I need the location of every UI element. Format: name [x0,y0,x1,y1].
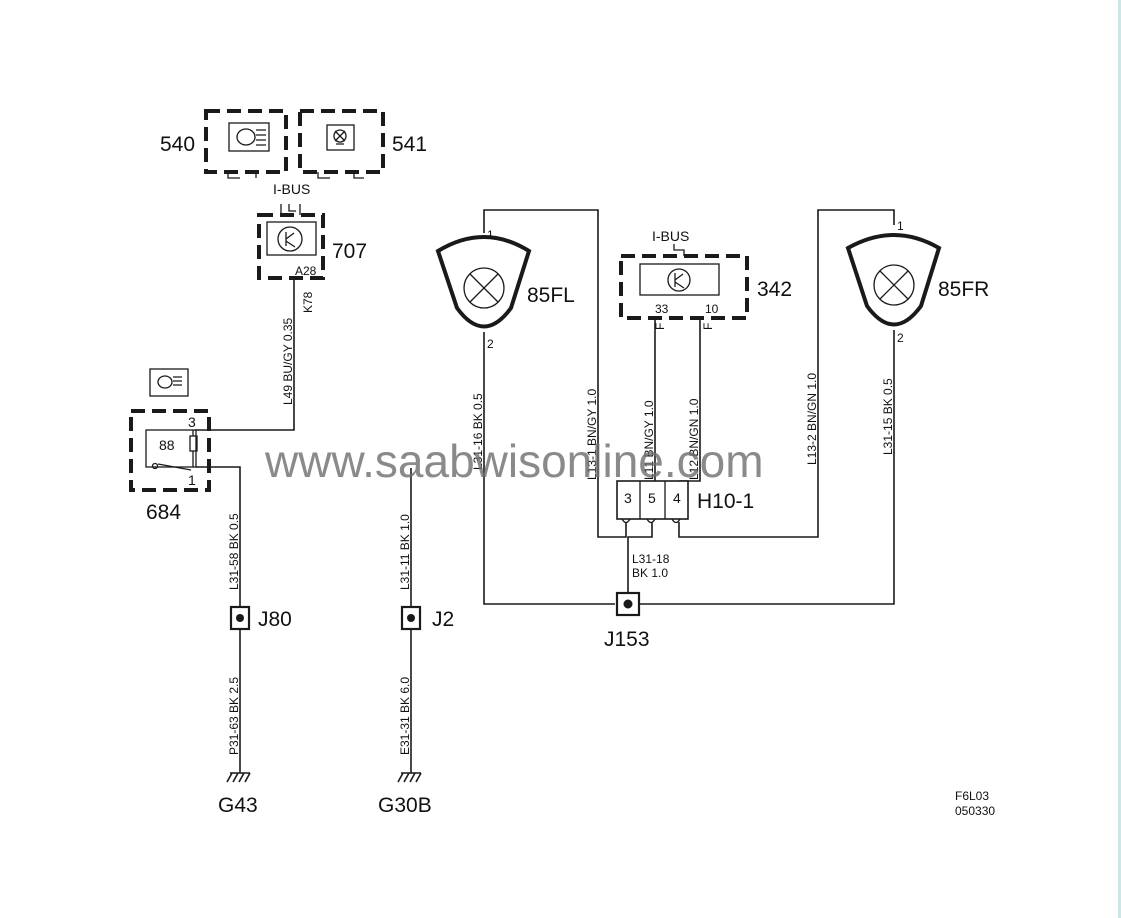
pin-684-88: 88 [159,437,175,453]
wire-l31-58 [196,466,241,607]
pin-85fl-2: 2 [487,337,494,351]
wire-label-e31-31: E31-31 BK 6.0 [398,677,412,755]
label-707: 707 [332,240,367,263]
label-j80: J80 [258,608,292,631]
pin-684-1: 1 [188,472,196,488]
label-540: 540 [160,133,195,156]
lamp-85fl: 1 2 85FL [435,228,575,351]
wire-l13-2 [678,209,895,538]
ibus-label-342: I-BUS [652,228,689,244]
label-h10-1: H10-1 [697,490,754,513]
wire-label-l12: L12 BN/GN 1.0 [687,398,701,480]
wire-l49 [195,278,295,431]
wire-label-l31-16: L31-16 BK 0.5 [471,393,485,470]
module-342: I-BUS 342 33 10 F F [619,228,792,330]
pin-85fr-2: 2 [897,331,904,345]
label-j2: J2 [432,608,454,631]
pin-342-10: 10 [705,302,719,316]
connector-h10-1: 3 5 4 H10-1 [616,480,754,524]
ground-g43: G43 [218,772,258,817]
label-g43: G43 [218,794,258,817]
pin-h10-5: 5 [648,490,656,506]
pin-a28: A28 [295,264,317,278]
ibus-label-top: I-BUS [273,181,310,197]
wire-label-l31-58: L31-58 BK 0.5 [227,513,241,590]
pin-85fl-1: 1 [487,228,494,242]
wire-label-l49: L49 BU/GY 0.35 [281,318,295,405]
watermark: www.saabwisonline.com [264,435,764,487]
wire-label-l13-1: L13-1 BN/GY 1.0 [585,389,599,480]
label-85fr: 85FR [938,278,989,301]
label-j153: J153 [604,628,650,651]
pin-h10-4: 4 [673,490,681,506]
pin-k78: K78 [301,291,315,313]
label-85fl: 85FL [527,284,575,307]
junction-j80: J80 [229,605,292,631]
label-684: 684 [146,501,181,524]
pin-342-f2: F [701,323,715,330]
ground-g30b: G30B [378,772,432,817]
label-541: 541 [392,133,427,156]
pin-684-3: 3 [188,414,196,430]
wire-label-p31-63: P31-63 BK 2.5 [227,677,241,755]
wire-label-l31-18-a: L31-18 [632,552,670,566]
wire-label-l11: L11 BN/GY 1.0 [642,400,656,480]
label-g30b: G30B [378,794,432,817]
module-707: 707 A28 [257,204,367,280]
module-540: 540 [160,109,288,179]
lamp-85fr: 1 2 85FR [845,219,989,345]
wire-label-l31-11: L31-11 BK 1.0 [398,514,412,590]
wire-l31-16 [483,332,615,605]
pin-85fr-1: 1 [897,219,904,233]
wire-label-l13-2: L13-2 BN/GN 1.0 [805,373,819,465]
wire-label-l31-18-b: BK 1.0 [632,566,668,580]
switch-684: 3 88 1 684 [129,368,211,524]
wire-l13-1 [483,209,627,538]
module-541: 541 [298,109,427,179]
wire-label-l31-15: L31-15 BK 0.5 [881,378,895,455]
pin-342-33: 33 [655,302,669,316]
junction-j2: J2 [400,605,454,631]
label-342: 342 [757,278,792,301]
pin-h10-3: 3 [624,490,632,506]
figure-date: 050330 [955,804,995,818]
junction-j153: J153 [604,591,650,651]
pin-342-f1: F [653,323,667,330]
wire-l31-15 [640,330,895,605]
figure-code: F6L03 [955,789,989,803]
wire-l31-18 [627,522,653,592]
